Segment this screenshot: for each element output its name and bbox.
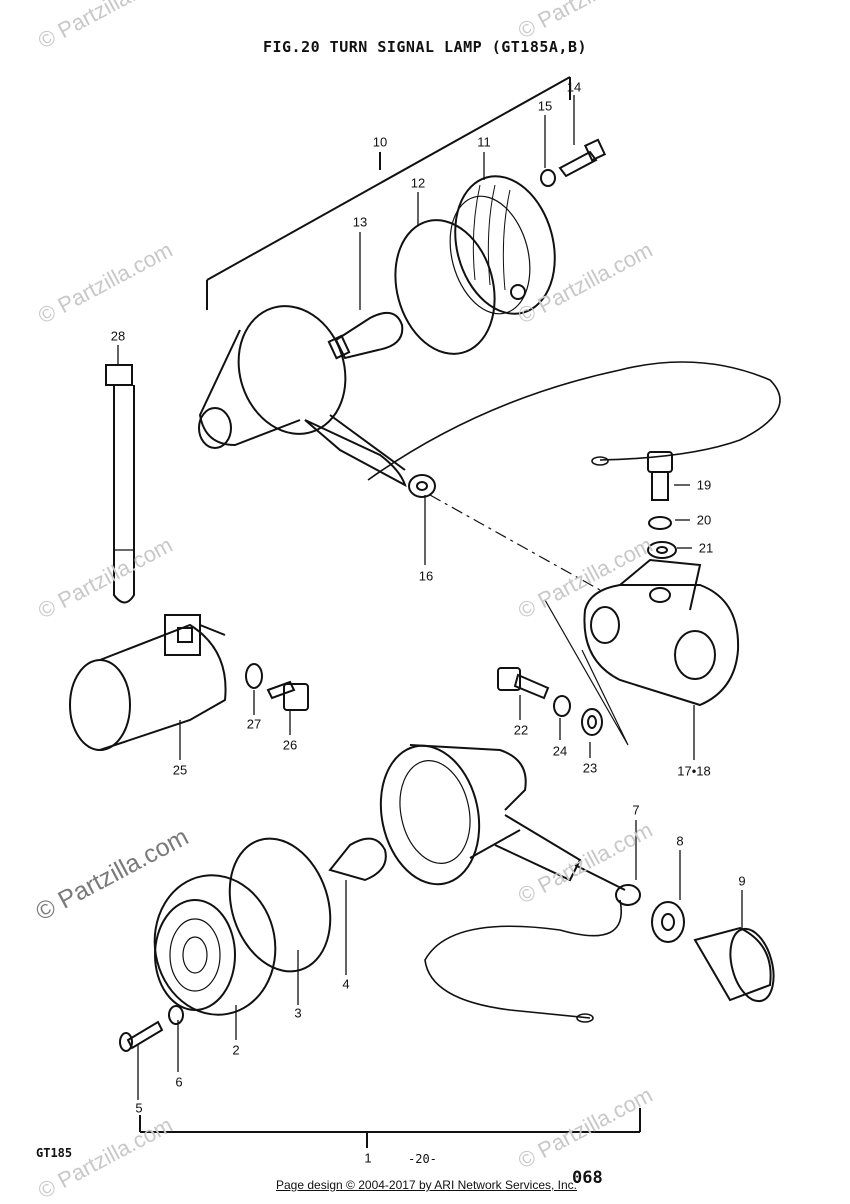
upper-nut xyxy=(408,474,436,498)
flasher-relay-25 xyxy=(69,614,227,751)
model-code: GT185 xyxy=(36,1146,73,1160)
upper-lens-screw xyxy=(558,138,607,178)
lower-lens xyxy=(153,874,277,1016)
callout-13: 13 xyxy=(352,214,368,230)
callout-21: 21 xyxy=(698,540,714,556)
lower-lockwasher xyxy=(168,1005,184,1025)
callout-12: 12 xyxy=(410,175,426,191)
upper-lens-gasket xyxy=(394,219,496,355)
upper-bulb xyxy=(327,311,404,360)
callout-10: 10 xyxy=(372,134,388,150)
upper-wire-lead xyxy=(367,361,781,481)
lockwasher-27 xyxy=(245,663,263,689)
dashed-guide xyxy=(544,599,629,746)
callout-9: 9 xyxy=(738,873,746,889)
page-number: -20- xyxy=(408,1152,437,1166)
lockwasher-20 xyxy=(648,516,672,530)
callout-19: 19 xyxy=(696,477,712,493)
screw-26 xyxy=(266,680,309,711)
figure-title: FIG.20 TURN SIGNAL LAMP (GT185A,B) xyxy=(262,38,588,56)
callout-26: 26 xyxy=(282,737,298,753)
leader-lines xyxy=(117,95,743,1100)
lower-lamp-housing xyxy=(379,744,626,891)
callout-17-18: 17•18 xyxy=(677,763,711,779)
turn-signal-bracket xyxy=(583,558,740,707)
lockwasher-24 xyxy=(553,695,571,717)
callout-25: 25 xyxy=(172,762,188,778)
upper-lockwasher xyxy=(540,169,556,187)
lower-nut-7 xyxy=(615,884,641,906)
lower-lens-screw xyxy=(119,1020,164,1052)
callout-6: 6 xyxy=(175,1074,183,1090)
callout-11: 11 xyxy=(477,134,491,150)
callout-24: 24 xyxy=(552,743,568,759)
callout-15: 15 xyxy=(537,98,553,114)
callout-4: 4 xyxy=(342,976,350,992)
assembly-bracket-10 xyxy=(206,76,571,310)
lower-wire-lead xyxy=(424,899,622,1023)
callout-27: 27 xyxy=(246,716,262,732)
callout-1: 1 xyxy=(364,1150,372,1166)
upper-lamp-housing xyxy=(198,305,407,488)
dashed-assembly-line xyxy=(429,494,601,591)
washer-23 xyxy=(581,708,603,736)
upper-lens xyxy=(449,175,556,315)
callout-14: 14 xyxy=(566,79,582,95)
copyright-link[interactable]: Page design © 2004-2017 by ARI Network S… xyxy=(276,1178,578,1192)
assembly-bracket-1 xyxy=(139,1108,641,1148)
callout-28: 28 xyxy=(110,328,126,344)
lower-lens-gasket xyxy=(228,837,332,973)
strap-28 xyxy=(105,364,135,604)
bracket-bolt-19 xyxy=(647,451,673,501)
callout-20: 20 xyxy=(696,512,712,528)
callout-8: 8 xyxy=(676,833,684,849)
callout-16: 16 xyxy=(418,568,434,584)
callout-5: 5 xyxy=(135,1100,143,1116)
callout-23: 23 xyxy=(582,760,598,776)
grommet-9 xyxy=(693,926,775,1003)
washer-8 xyxy=(651,901,685,943)
callout-2: 2 xyxy=(232,1042,240,1058)
callout-22: 22 xyxy=(513,722,529,738)
bolt-22 xyxy=(497,667,550,700)
washer-21 xyxy=(647,541,677,559)
callout-7: 7 xyxy=(632,802,640,818)
lower-bulb xyxy=(328,837,387,882)
callout-3: 3 xyxy=(294,1005,302,1021)
catalog-code: 068 xyxy=(572,1168,603,1188)
